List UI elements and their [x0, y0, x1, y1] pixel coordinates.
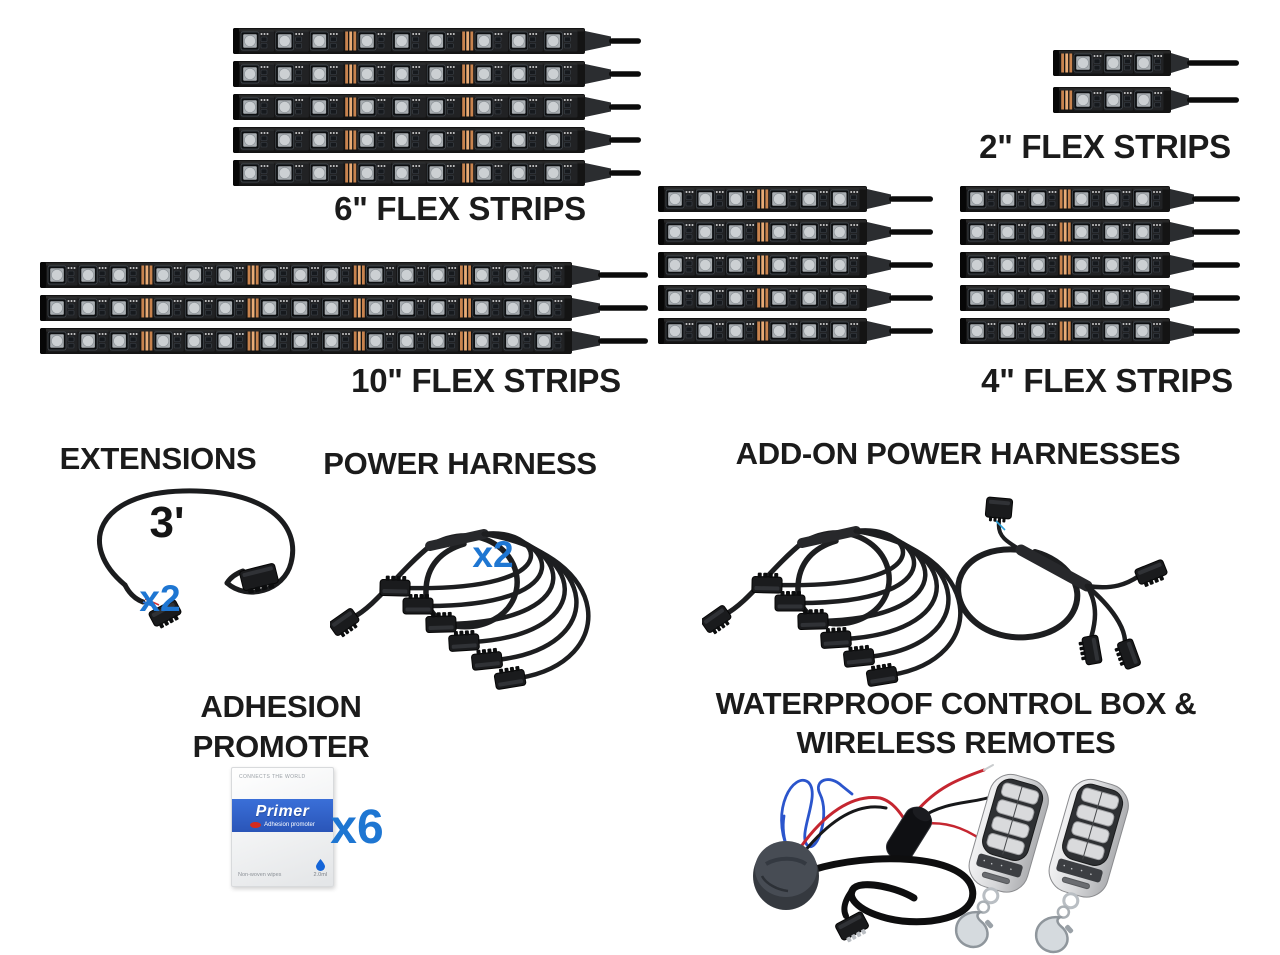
flex-strip — [960, 252, 1240, 278]
four-flex-strips-group-right — [960, 186, 1240, 344]
flex-strip — [960, 285, 1240, 311]
addon-harnesses-label: ADD-ON POWER HARNESSES — [735, 436, 1181, 471]
flex-strip — [960, 318, 1240, 344]
flex-strip — [233, 61, 641, 87]
extension-length-label: 3' — [149, 498, 185, 547]
power-harness-photo — [328, 486, 630, 706]
packet-brand-name: Primer — [255, 802, 310, 820]
power-harness-label: POWER HARNESS — [323, 446, 597, 481]
flex-strip — [40, 328, 648, 354]
extension-cable-photo — [55, 483, 305, 638]
droplet-icon — [315, 859, 325, 871]
flex-strip — [40, 262, 648, 288]
packet-band: Primer Adhesion promoter — [232, 799, 333, 832]
flex-strip — [1053, 87, 1239, 113]
wireless-remote-photo — [1028, 777, 1158, 955]
flex-strip — [233, 127, 641, 153]
flex-strip — [233, 94, 641, 120]
flex-strip — [658, 252, 933, 278]
adhesion-promoter-label-line2: PROMOTER — [192, 729, 370, 764]
extensions-label: EXTENSIONS — [59, 441, 257, 476]
flex-strip — [233, 28, 641, 54]
control-box-label-line1: WATERPROOF CONTROL BOX & — [715, 686, 1197, 721]
flex-strip — [233, 160, 641, 186]
two-flex-strips-group — [1053, 50, 1239, 113]
extensions-qty-label: x2 — [139, 578, 181, 619]
flex-strip — [658, 186, 933, 212]
adhesion-promoter-qty-label: x6 — [330, 801, 384, 854]
control-box-photo — [700, 752, 1020, 955]
two-flex-strips-label: 2" FLEX STRIPS — [979, 128, 1231, 165]
flex-strip — [40, 295, 648, 321]
packet-material-text: Non-woven wipes — [238, 872, 282, 878]
control-box-label-line2: WIRELESS REMOTES — [796, 725, 1116, 760]
adhesion-promoter-label-line1: ADHESION — [200, 689, 362, 724]
addon-harness-3way-photo — [935, 490, 1195, 685]
primer-packet: CONNECTS THE WORLD Primer Adhesion promo… — [231, 767, 334, 887]
flex-strip — [960, 186, 1240, 212]
ten-flex-strips-group — [40, 262, 648, 354]
packet-top-text: CONNECTS THE WORLD — [239, 774, 306, 780]
flex-strip — [658, 219, 933, 245]
packet-subtitle: Adhesion promoter — [264, 821, 315, 828]
power-harness-qty-label: x2 — [472, 534, 514, 575]
packet-volume-text: 2.0ml — [313, 872, 327, 878]
wireless-remote-photo — [948, 772, 1078, 955]
four-flex-strips-group-left — [658, 186, 933, 344]
flex-strip — [658, 285, 933, 311]
packet-logo-badge — [250, 821, 262, 828]
addon-harness-6way-photo — [700, 483, 1002, 703]
ten-flex-strips-label: 10" FLEX STRIPS — [351, 362, 621, 399]
flex-strip — [960, 219, 1240, 245]
six-flex-strips-label: 6" FLEX STRIPS — [334, 190, 586, 227]
four-flex-strips-label: 4" FLEX STRIPS — [981, 362, 1233, 399]
six-flex-strips-group — [233, 28, 641, 186]
flex-strip — [658, 318, 933, 344]
flex-strip — [1053, 50, 1239, 76]
